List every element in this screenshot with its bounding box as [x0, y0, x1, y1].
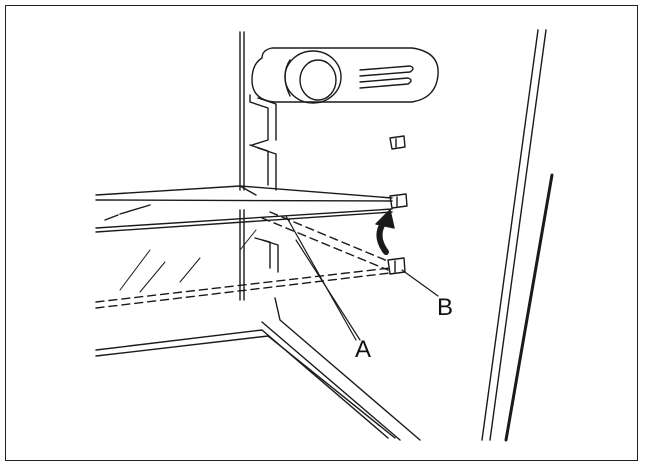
cabinet-floor — [95, 297, 421, 441]
label-b: B — [437, 294, 454, 321]
door-edge — [481, 29, 554, 442]
shelf-support-clip-icon — [387, 135, 408, 275]
wall-rails — [249, 94, 279, 273]
thermostat-knob-icon — [251, 47, 439, 104]
glass-reflection — [119, 229, 257, 293]
shelf-raised — [95, 185, 393, 233]
leader-lines-a — [285, 215, 361, 341]
label-a: A — [355, 336, 372, 363]
shelf-original-dashed — [95, 211, 391, 309]
leader-line-b — [401, 269, 439, 297]
interior-wall — [239, 31, 245, 301]
curved-up-arrow-icon — [375, 209, 395, 255]
